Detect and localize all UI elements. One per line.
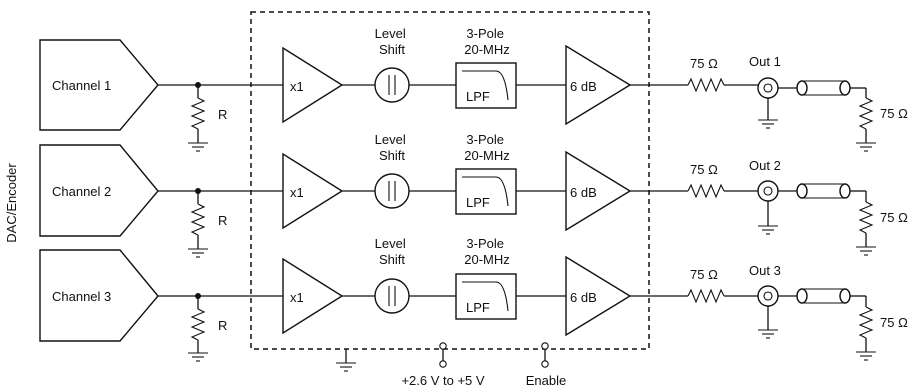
load-resistor: [858, 97, 874, 130]
gain-label: 6 dB: [570, 185, 597, 200]
output-label: Out 2: [749, 158, 781, 173]
gain-label: 6 dB: [570, 79, 597, 94]
buffer-label: x1: [290, 290, 304, 305]
ground-symbol: [856, 351, 876, 361]
load-resistor: [858, 306, 874, 339]
buffer-label: x1: [290, 79, 304, 94]
supply-voltage-label: +2.6 V to +5 V: [401, 373, 484, 388]
resistor-label: R: [218, 318, 227, 333]
channel-source-label: Channel 3: [52, 289, 111, 304]
series-resistor: [687, 183, 725, 199]
gain-label: 6 dB: [570, 290, 597, 305]
load-resistor-label: 75 Ω: [880, 315, 908, 330]
buffer-label: x1: [290, 185, 304, 200]
enable-pin: [541, 342, 549, 368]
ic-boundary: [250, 11, 650, 350]
lpf-label: LPF: [466, 195, 490, 210]
ground-symbol: [856, 142, 876, 152]
channel-source-label: Channel 1: [52, 78, 111, 93]
lpf-label: LPF: [466, 89, 490, 104]
channel-2-path: Channel 2 R x1 Level Shift LPF 3-Pole 20…: [39, 132, 908, 258]
supply-pin: [439, 342, 447, 368]
channel-3-path: Channel 3 R x1 Level Shift LPF 3-Pole 20…: [39, 236, 908, 362]
level-shift-symbol: [374, 278, 410, 314]
ground-symbol: [188, 142, 208, 152]
ground-symbol: [856, 246, 876, 256]
level-shift-title: Level Shift: [375, 132, 410, 163]
filter-title: 3-Pole 20-MHz: [464, 132, 510, 163]
termination-resistor: [190, 97, 206, 130]
output-connector: [757, 285, 779, 339]
channel-1-path: Channel 1 R x1 Level Shift LPF 3-Pole 20…: [39, 26, 908, 152]
enable-label: Enable: [526, 373, 566, 388]
coax-cable: [796, 80, 851, 96]
gain-amplifier: [565, 44, 632, 126]
resistor-label: R: [218, 213, 227, 228]
load-resistor-label: 75 Ω: [880, 210, 908, 225]
series-resistor: [687, 77, 725, 93]
channel-source-block: [39, 144, 159, 237]
filter-title: 3-Pole 20-MHz: [464, 26, 510, 57]
resistor-label: R: [218, 107, 227, 122]
ground-symbol: [188, 248, 208, 258]
ground-symbol: [188, 352, 208, 362]
dac-encoder-label: DAC/Encoder: [4, 163, 19, 243]
lpf-label: LPF: [466, 300, 490, 315]
gain-amplifier: [565, 255, 632, 337]
termination-resistor: [190, 308, 206, 341]
level-shift-symbol: [374, 173, 410, 209]
level-shift-title: Level Shift: [375, 236, 410, 267]
coax-cable: [796, 183, 851, 199]
series-resistor-label: 75 Ω: [690, 267, 718, 282]
output-connector: [757, 77, 779, 129]
channel-source-block: [39, 249, 159, 342]
output-label: Out 1: [749, 54, 781, 69]
channel-source-block: [39, 39, 159, 131]
level-shift-title: Level Shift: [375, 26, 410, 57]
series-resistor: [687, 288, 725, 304]
ground-pin: [336, 349, 356, 372]
load-resistor: [858, 201, 874, 234]
coax-cable: [796, 288, 851, 304]
gain-amplifier: [565, 150, 632, 232]
buffer-amplifier: [282, 257, 344, 335]
channel-source-label: Channel 2: [52, 184, 111, 199]
series-resistor-label: 75 Ω: [690, 56, 718, 71]
buffer-amplifier: [282, 152, 344, 230]
output-label: Out 3: [749, 263, 781, 278]
termination-resistor: [190, 203, 206, 236]
series-resistor-label: 75 Ω: [690, 162, 718, 177]
load-resistor-label: 75 Ω: [880, 106, 908, 121]
buffer-amplifier: [282, 46, 344, 124]
level-shift-symbol: [374, 67, 410, 103]
output-connector: [757, 180, 779, 235]
filter-title: 3-Pole 20-MHz: [464, 236, 510, 267]
